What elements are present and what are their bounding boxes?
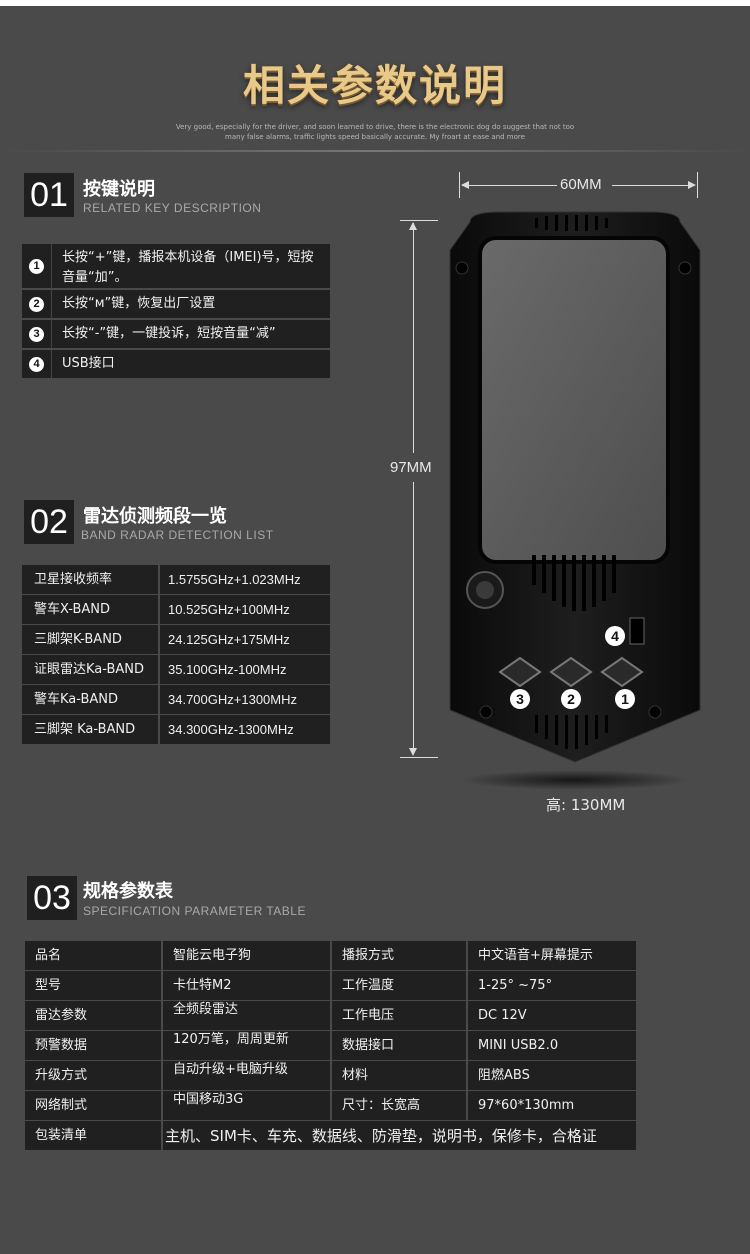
spec-value: 主机、SIM卡、车充、数据线、防滑垫，说明书，保修卡，合格证 — [163, 1121, 636, 1150]
spec-value: 卡仕特M2 — [163, 971, 332, 1000]
width-line-left — [462, 185, 557, 186]
device-label-minus: 3 — [510, 689, 530, 709]
key-text: USB接口 — [62, 356, 115, 371]
band-value: 1.5755GHz+1.023MHz — [160, 565, 330, 594]
table-row: 雷达参数 全频段雷达 工作电压 DC 12V — [25, 1001, 636, 1031]
width-dimension: 60MM — [560, 176, 602, 193]
height-dimension: 高: 130MM — [546, 796, 626, 814]
spec-label: 材料 — [332, 1061, 468, 1090]
band-name: 三脚架 Ka-BAND — [22, 715, 160, 744]
spec-table: 品名 智能云电子狗 播报方式 中文语音+屏幕提示 型号 卡仕特M2 工作温度 1… — [25, 941, 636, 1151]
length-line-bottom — [413, 482, 414, 754]
band-name: 警车Ka-BAND — [22, 685, 160, 714]
key-row: 4 USB接口 — [22, 350, 330, 380]
spec-value: 阻燃ABS — [468, 1061, 636, 1090]
spec-value: 97*60*130mm — [468, 1091, 636, 1120]
arrow-right-icon — [688, 181, 696, 189]
spec-value: 全频段雷达 — [163, 1001, 332, 1030]
spec-label: 升级方式 — [25, 1061, 163, 1090]
key-row: 2 长按“ᴍ”键，恢复出厂设置 — [22, 290, 330, 320]
section1-number: 01 — [24, 173, 74, 217]
table-row: 预警数据 120万笔，周周更新 数据接口 MINI USB2.0 — [25, 1031, 636, 1061]
section1-title: 按键说明 — [83, 179, 155, 200]
spec-value: 自动升级+电脑升级 — [163, 1061, 332, 1090]
spec-label: 工作电压 — [332, 1001, 468, 1030]
key-number: 1 — [29, 258, 44, 274]
key-number: 2 — [29, 296, 44, 312]
table-row: 网络制式 中国移动3G 尺寸：长宽高 97*60*130mm — [25, 1091, 636, 1121]
band-name: 证眼雷达Ka-BAND — [22, 655, 160, 684]
length-line-top — [413, 223, 414, 453]
section2-title: 雷达侦测频段一览 — [83, 506, 227, 527]
band-name: 卫星接收频率 — [22, 565, 160, 594]
key-text: 长按“ᴍ”键，恢复出厂设置 — [62, 296, 216, 311]
spec-label: 播报方式 — [332, 941, 468, 970]
band-value: 10.525GHz+100MHz — [160, 595, 330, 624]
spec-value: 中文语音+屏幕提示 — [468, 941, 636, 970]
page-subtitle: Very good, especially for the driver, an… — [175, 123, 575, 141]
section2-subtitle: BAND RADAR DETECTION LIST — [81, 528, 274, 542]
spec-label: 型号 — [25, 971, 163, 1000]
spec-value: 1-25° ~75° — [468, 971, 636, 1000]
arrow-down-icon — [409, 748, 417, 756]
top-bar — [0, 0, 750, 6]
length-tick-bottom — [400, 757, 438, 758]
device-label-plus: 1 — [615, 689, 635, 709]
key-text: 长按“+”键，播报本机设备（IMEI)号，短按音量“加”。 — [62, 250, 314, 285]
section2-number: 02 — [24, 500, 74, 544]
spec-label: 预警数据 — [25, 1031, 163, 1060]
key-table: 1 长按“+”键，播报本机设备（IMEI)号，短按音量“加”。 2 长按“ᴍ”键… — [22, 244, 330, 380]
table-row: 品名 智能云电子狗 播报方式 中文语音+屏幕提示 — [25, 941, 636, 971]
spec-label: 尺寸：长宽高 — [332, 1091, 468, 1120]
key-number: 3 — [29, 326, 44, 342]
key-row: 1 长按“+”键，播报本机设备（IMEI)号，短按音量“加”。 — [22, 244, 330, 290]
spec-label: 雷达参数 — [25, 1001, 163, 1030]
key-text: 长按“-”键，一键投诉，短按音量“减” — [62, 326, 276, 341]
device-illustration — [449, 211, 701, 790]
spec-value: 智能云电子狗 — [163, 941, 332, 970]
width-tick-right — [697, 172, 698, 198]
section1-subtitle: RELATED KEY DESCRIPTION — [83, 201, 262, 215]
spec-value: MINI USB2.0 — [468, 1031, 636, 1060]
device-label-usb: 4 — [605, 626, 625, 646]
spec-label: 包装清单 — [25, 1121, 163, 1150]
key-number: 4 — [29, 356, 44, 372]
band-value: 34.300GHz-1300MHz — [160, 715, 330, 744]
table-row: 包装清单 主机、SIM卡、车充、数据线、防滑垫，说明书，保修卡，合格证 — [25, 1121, 636, 1151]
band-value: 34.700GHz+1300MHz — [160, 685, 330, 714]
spec-label: 数据接口 — [332, 1031, 468, 1060]
divider — [0, 150, 750, 152]
section3-subtitle: SPECIFICATION PARAMETER TABLE — [83, 904, 306, 918]
arrow-left-icon — [461, 181, 469, 189]
table-row: 型号 卡仕特M2 工作温度 1-25° ~75° — [25, 971, 636, 1001]
spec-label: 品名 — [25, 941, 163, 970]
spec-value: 中国移动3G — [163, 1091, 332, 1120]
band-value: 35.100GHz-100MHz — [160, 655, 330, 684]
spec-value: DC 12V — [468, 1001, 636, 1030]
length-tick-top — [400, 220, 438, 221]
length-dimension: 97MM — [390, 459, 432, 476]
spec-label: 网络制式 — [25, 1091, 163, 1120]
table-row: 升级方式 自动升级+电脑升级 材料 阻燃ABS — [25, 1061, 636, 1091]
section3-number: 03 — [27, 876, 77, 920]
key-row: 3 长按“-”键，一键投诉，短按音量“减” — [22, 320, 330, 350]
width-line-right — [612, 185, 694, 186]
arrow-up-icon — [409, 222, 417, 230]
spec-label: 工作温度 — [332, 971, 468, 1000]
band-value: 24.125GHz+175MHz — [160, 625, 330, 654]
spec-value: 120万笔，周周更新 — [163, 1031, 332, 1060]
section3-title: 规格参数表 — [83, 881, 173, 902]
width-tick-left — [459, 172, 460, 198]
band-name: 三脚架K-BAND — [22, 625, 160, 654]
page-title: 相关参数说明 — [242, 61, 507, 110]
device-label-m: 2 — [561, 689, 581, 709]
band-name: 警车X-BAND — [22, 595, 160, 624]
